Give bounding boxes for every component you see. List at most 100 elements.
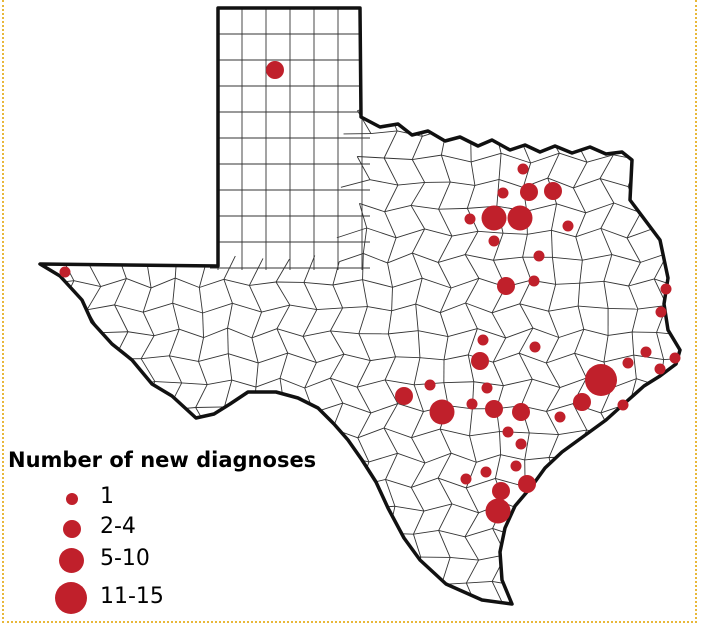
county-line (505, 554, 533, 563)
county-line (626, 227, 655, 239)
county-line (545, 337, 560, 364)
county-line (195, 207, 210, 235)
county-line (603, 354, 634, 363)
county-line (356, 156, 371, 180)
county-line (276, 304, 291, 329)
county-line (411, 411, 424, 438)
county-line (575, 236, 583, 261)
county-line (176, 253, 207, 262)
county-line (67, 402, 93, 414)
county-line (528, 503, 554, 514)
county-line (329, 307, 344, 332)
county-line (441, 154, 472, 163)
county-line (550, 527, 581, 538)
county-line (336, 481, 361, 486)
county-line (560, 606, 585, 612)
county-line (464, 527, 493, 538)
county-line (115, 385, 128, 413)
county-line (362, 227, 368, 254)
county-line (175, 277, 200, 288)
county-line (439, 287, 452, 313)
county-line (654, 203, 667, 229)
county-line (168, 127, 197, 138)
county-line (94, 159, 97, 187)
county-line (384, 184, 399, 212)
county-line (40, 161, 46, 188)
county-line (122, 227, 148, 238)
legend-item-4: 11-15 (8, 582, 208, 616)
diagnosis-marker (533, 250, 545, 262)
county-line (330, 377, 358, 388)
county-line (360, 531, 366, 555)
county-line (576, 483, 586, 512)
diagnosis-marker (529, 341, 541, 353)
diagnosis-marker (460, 473, 472, 485)
county-line (384, 157, 413, 160)
county-line (626, 480, 642, 509)
county-line (253, 410, 261, 434)
county-line (519, 303, 534, 329)
county-line (302, 309, 318, 337)
county-line (90, 131, 116, 136)
county-line (362, 279, 393, 288)
diagnosis-marker (654, 363, 666, 375)
county-line (631, 132, 662, 136)
county-line (577, 305, 585, 330)
county-line (599, 453, 628, 461)
county-line (689, 404, 690, 428)
county-line (655, 452, 680, 463)
county-line (611, 254, 641, 263)
county-line (115, 412, 125, 439)
county-line (467, 354, 475, 382)
county-line (126, 278, 152, 289)
county-line (631, 331, 635, 356)
county-line (72, 332, 101, 336)
county-line (465, 278, 480, 304)
county-line (194, 180, 210, 208)
county-line (207, 379, 232, 386)
county-line (518, 352, 547, 364)
diagnosis-marker (640, 346, 652, 358)
county-line (127, 331, 155, 337)
county-line (520, 512, 530, 539)
county-line (357, 437, 370, 463)
county-line (477, 328, 506, 339)
county-line (630, 105, 636, 133)
county-line (575, 227, 601, 238)
county-line (141, 355, 170, 360)
diagnosis-marker (510, 460, 522, 472)
county-line (279, 352, 289, 379)
diagnosis-marker (464, 213, 476, 225)
county-line (631, 308, 639, 333)
county-line (386, 586, 394, 604)
county-line (87, 252, 118, 264)
county-line (491, 303, 520, 314)
county-line (142, 183, 152, 211)
county-line (196, 103, 207, 129)
county-line (606, 577, 637, 589)
county-line (654, 555, 667, 580)
county-line (559, 105, 586, 110)
county-line (548, 305, 579, 312)
county-line (91, 204, 122, 213)
county-line (586, 154, 614, 163)
county-line (63, 412, 69, 438)
county-line (42, 329, 73, 336)
county-line (445, 103, 448, 129)
county-line (504, 103, 533, 112)
county-line (682, 505, 695, 532)
county-line (60, 307, 88, 311)
county-line (546, 411, 559, 435)
county-line (687, 184, 692, 211)
county-line (470, 127, 496, 139)
county-line (40, 237, 48, 262)
county-line (533, 606, 560, 609)
county-line (450, 556, 479, 561)
county-line (198, 353, 229, 362)
county-line (600, 228, 613, 255)
county-line (40, 107, 43, 136)
county-line (450, 277, 480, 289)
county-line (551, 229, 576, 238)
county-line (88, 355, 99, 380)
county-line (599, 154, 614, 179)
